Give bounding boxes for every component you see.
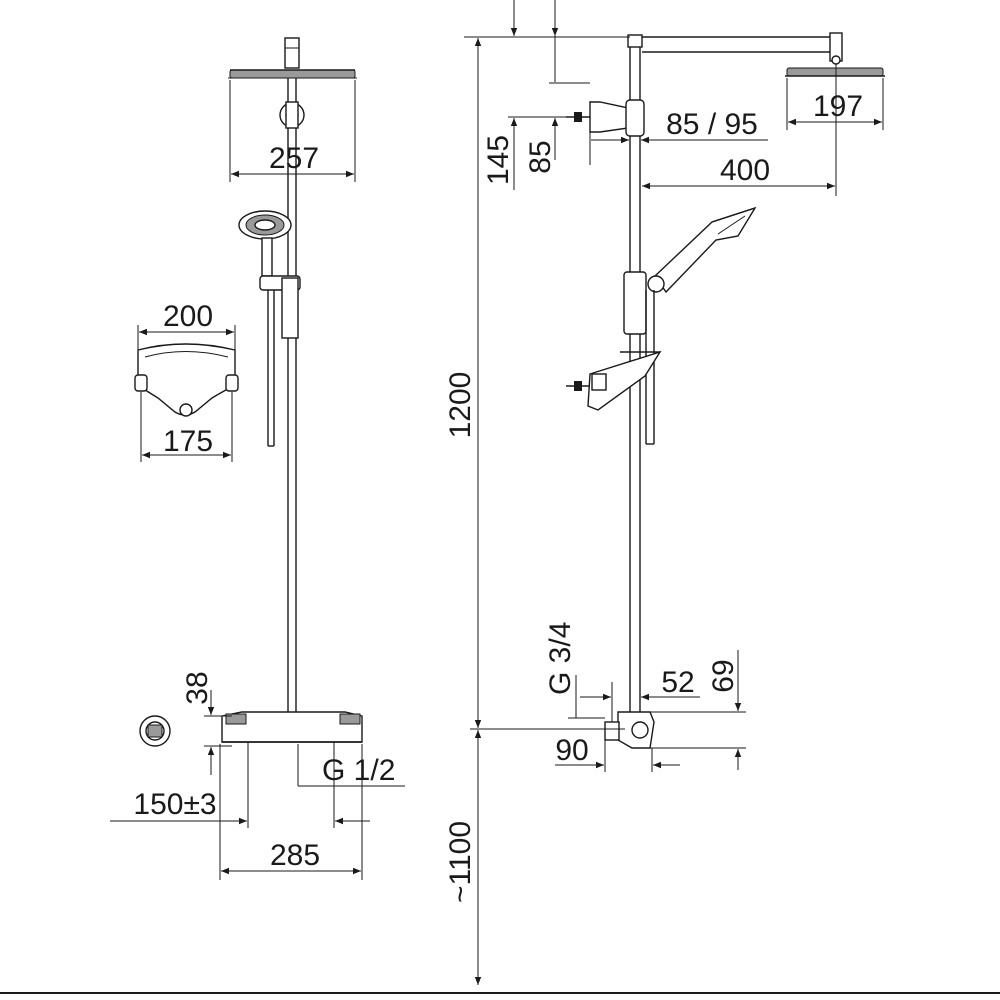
dim-257: 257 — [229, 80, 356, 182]
dim-200: 200 — [137, 300, 236, 350]
dim-g-three-quarter: G 3/4 — [544, 622, 605, 719]
label-1100: ~1100 — [444, 821, 477, 903]
side-wall-bracket — [566, 99, 645, 137]
label-38: 38 — [181, 671, 214, 704]
dim-1100: ~1100 — [444, 730, 482, 985]
side-hand-shower — [623, 206, 757, 445]
dim-90: 90 — [555, 734, 680, 772]
dim-85-95: 85 / 95 — [589, 108, 768, 165]
dim-38: 38 — [181, 671, 232, 775]
label-69: 69 — [707, 659, 740, 692]
front-shelf — [134, 343, 239, 417]
dim-85: 85 — [524, 0, 630, 174]
dim-1200: 1200 — [444, 36, 628, 730]
label-150: 150±3 — [133, 788, 216, 821]
side-shelf — [566, 350, 662, 411]
side-view: 1200 ~1100 145 85 85 — [444, 0, 885, 985]
label-197: 197 — [813, 90, 863, 123]
label-90: 90 — [555, 734, 588, 767]
label-257: 257 — [269, 142, 319, 175]
label-285: 285 — [270, 839, 320, 872]
dim-175: 175 — [140, 392, 233, 462]
wall-flange-icon — [139, 715, 171, 747]
dim-69: 69 — [650, 650, 746, 770]
dim-g-half: G 1/2 — [297, 744, 405, 787]
label-85-95: 85 / 95 — [666, 108, 758, 141]
label-1200: 1200 — [444, 372, 477, 439]
label-145: 145 — [482, 135, 515, 185]
dim-400: 400 — [642, 64, 837, 196]
dim-150: 150±3 — [110, 742, 370, 828]
dim-145: 145 — [482, 0, 568, 190]
side-overhead-arm — [627, 32, 885, 77]
label-g-half: G 1/2 — [322, 754, 395, 787]
front-view: 257 200 175 38 G 1/2 — [110, 37, 405, 880]
dim-52: 52 — [580, 666, 700, 722]
front-hand-shower — [238, 210, 301, 447]
label-175: 175 — [163, 425, 213, 458]
label-400: 400 — [720, 154, 770, 187]
dim-285: 285 — [219, 744, 363, 880]
label-85: 85 — [524, 140, 557, 173]
front-riser-pipe — [285, 78, 299, 715]
label-g-three-quarter: G 3/4 — [544, 622, 577, 695]
dim-197: 197 — [786, 78, 884, 130]
label-200: 200 — [163, 300, 213, 333]
label-52: 52 — [661, 666, 694, 699]
front-thermostat — [221, 711, 363, 743]
